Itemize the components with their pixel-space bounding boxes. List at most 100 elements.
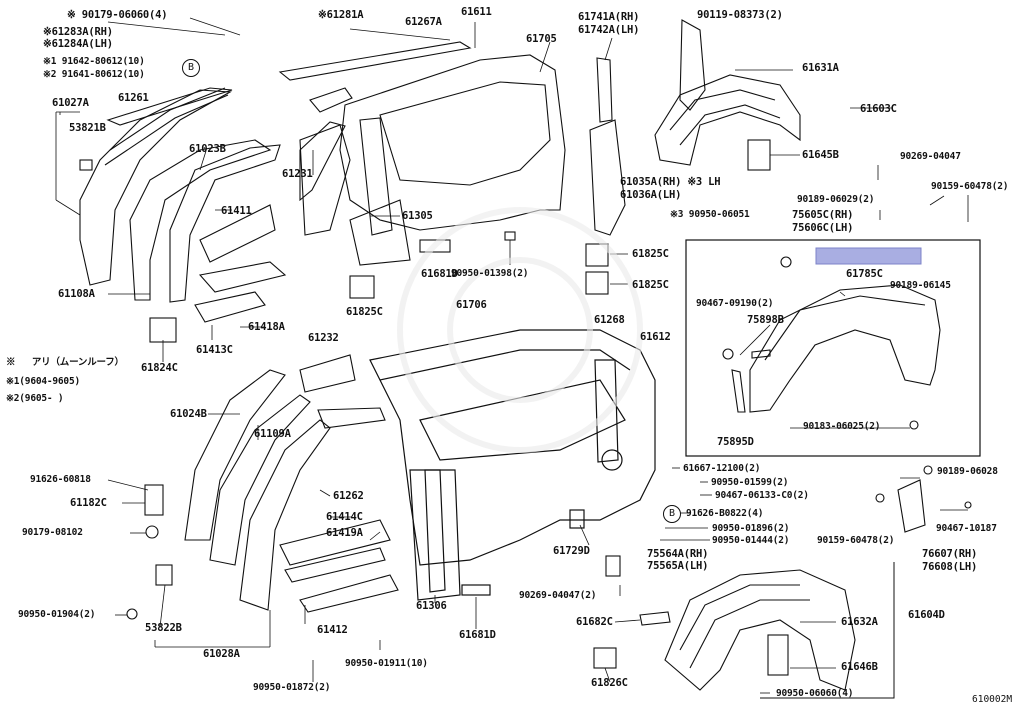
part-label[interactable]: 61826C	[591, 677, 628, 689]
part-label[interactable]: 61612	[640, 331, 671, 343]
part-label[interactable]: 61036A(LH)	[620, 189, 682, 201]
mudguard-group	[875, 465, 972, 533]
part-label[interactable]: 61028A	[203, 648, 240, 660]
legend-note-1: ※1(9604-9605)	[6, 376, 80, 387]
part-label[interactable]: 53821B	[69, 122, 106, 134]
part-label[interactable]: ※ 90179-06060(4)	[67, 9, 168, 21]
part-label[interactable]: 61035A(RH) ※3 LH	[620, 176, 721, 188]
part-label[interactable]: 76607(RH)	[922, 548, 978, 560]
part-label[interactable]: 75898B	[747, 314, 784, 326]
part-label[interactable]: 61231	[282, 168, 313, 180]
part-label[interactable]: 90950-06060(4)	[776, 688, 854, 699]
part-label[interactable]: 90950-01904(2)	[18, 609, 96, 620]
front-pillar-group	[79, 87, 346, 343]
part-label[interactable]: ※1 91642-80612(10)	[43, 56, 145, 67]
part-label[interactable]: 90950-01398(2)	[451, 268, 529, 279]
outer-quarter-group	[369, 329, 656, 601]
part-label[interactable]: 90179-08102	[22, 527, 83, 538]
part-label[interactable]: 61611	[461, 6, 492, 18]
part-label[interactable]: 61413C	[196, 344, 233, 356]
part-label[interactable]: 61705	[526, 33, 557, 45]
part-label[interactable]: 61267A	[405, 16, 442, 28]
part-label[interactable]: 90269-04047(2)	[519, 590, 597, 601]
part-label[interactable]: 61418A	[248, 321, 285, 333]
upper-wheelhouse-group	[585, 19, 801, 295]
part-label[interactable]: 61729D	[553, 545, 590, 557]
part-label[interactable]: 61681D	[421, 268, 458, 280]
part-label[interactable]: 61604D	[908, 609, 945, 621]
part-label[interactable]: 61412	[317, 624, 348, 636]
part-label[interactable]: 90467-09190(2)	[696, 298, 774, 309]
part-label[interactable]: 61825C	[632, 279, 669, 291]
part-label[interactable]: 61261	[118, 92, 149, 104]
part-label[interactable]: 61419A	[326, 527, 363, 539]
part-label[interactable]: 75605C(RH)	[792, 209, 854, 221]
part-label[interactable]: 61182C	[70, 497, 107, 509]
part-label[interactable]: 61785C	[846, 268, 883, 280]
part-label[interactable]: 90950-01599(2)	[711, 477, 789, 488]
part-label[interactable]: 75565A(LH)	[647, 560, 709, 572]
part-label[interactable]: 90189-06145	[890, 280, 951, 291]
fender-assembly-frame	[685, 239, 981, 457]
part-label[interactable]: 90467-10187	[936, 523, 997, 534]
part-label[interactable]: 61632A	[841, 616, 878, 628]
part-label[interactable]: ※61284A(LH)	[43, 38, 113, 50]
reference-id: 610002M	[972, 694, 1013, 705]
legend-mark: ※ アリ（ムーンルーフ）	[6, 357, 124, 368]
highlighted-part[interactable]	[816, 248, 921, 264]
part-label[interactable]: 61681D	[459, 629, 496, 641]
part-label[interactable]: 61414C	[326, 511, 363, 523]
part-label[interactable]: 61024B	[170, 408, 207, 420]
part-label[interactable]: 61603C	[860, 103, 897, 115]
part-label[interactable]: 90467-06133-C0(2)	[715, 490, 809, 501]
part-label[interactable]: 76608(LH)	[922, 561, 978, 573]
part-label[interactable]: 61262	[333, 490, 364, 502]
part-label[interactable]: 90159-60478(2)	[931, 181, 1009, 192]
part-label[interactable]: 61268	[594, 314, 625, 326]
part-label[interactable]: ※61283A(RH)	[43, 26, 113, 38]
reference-marker-b: B	[182, 59, 200, 77]
part-label[interactable]: ※2 91641-80612(10)	[43, 69, 145, 80]
part-label[interactable]: ※3 90950-06051	[670, 209, 750, 220]
part-label[interactable]: 90189-06028	[937, 466, 998, 477]
part-label[interactable]: 61706	[456, 299, 487, 311]
fender-group	[722, 256, 941, 430]
legend-note-2: ※2(9605- )	[6, 393, 64, 404]
part-label[interactable]: 75606C(LH)	[792, 222, 854, 234]
part-label[interactable]: 90950-01911(10)	[345, 658, 428, 669]
part-label[interactable]: 61109A	[254, 428, 291, 440]
part-label[interactable]: 61108A	[58, 288, 95, 300]
part-label[interactable]: 90119-08373(2)	[697, 9, 783, 21]
part-label[interactable]: 61411	[221, 205, 252, 217]
lower-pillar-group	[126, 354, 399, 620]
part-label[interactable]: 61027A	[52, 97, 89, 109]
part-label[interactable]: 61646B	[841, 661, 878, 673]
part-label[interactable]: 90950-01872(2)	[253, 682, 331, 693]
part-label[interactable]: 53822B	[145, 622, 182, 634]
part-label[interactable]: 61742A(LH)	[578, 24, 640, 36]
part-label[interactable]: 61306	[416, 600, 447, 612]
part-label[interactable]: 90950-01896(2)	[712, 523, 790, 534]
part-label[interactable]: 75564A(RH)	[647, 548, 709, 560]
part-label[interactable]: 61825C	[346, 306, 383, 318]
part-label[interactable]: 90159-60478(2)	[817, 535, 895, 546]
part-label[interactable]: 61305	[402, 210, 433, 222]
part-label[interactable]: 61682C	[576, 616, 613, 628]
part-label[interactable]: 90189-06029(2)	[797, 194, 875, 205]
part-label[interactable]: 61232	[308, 332, 339, 344]
part-label[interactable]: 61741A(RH)	[578, 11, 640, 23]
part-label[interactable]: 61645B	[802, 149, 839, 161]
part-label[interactable]: 61825C	[632, 248, 669, 260]
part-label[interactable]: 61824C	[141, 362, 178, 374]
part-label[interactable]: 90183-06025(2)	[803, 421, 881, 432]
part-label[interactable]: 61631A	[802, 62, 839, 74]
part-label[interactable]: 91626-60818	[30, 474, 91, 485]
part-label[interactable]: 61023B	[189, 143, 226, 155]
part-label[interactable]: 91626-B0822(4)	[686, 508, 764, 519]
leader-lines	[55, 17, 969, 694]
part-label[interactable]: 90950-01444(2)	[712, 535, 790, 546]
part-label[interactable]: 75895D	[717, 436, 754, 448]
part-label[interactable]: ※61281A	[318, 9, 364, 21]
part-label[interactable]: 90269-04047	[900, 151, 961, 162]
part-label[interactable]: 61667-12100(2)	[683, 463, 761, 474]
